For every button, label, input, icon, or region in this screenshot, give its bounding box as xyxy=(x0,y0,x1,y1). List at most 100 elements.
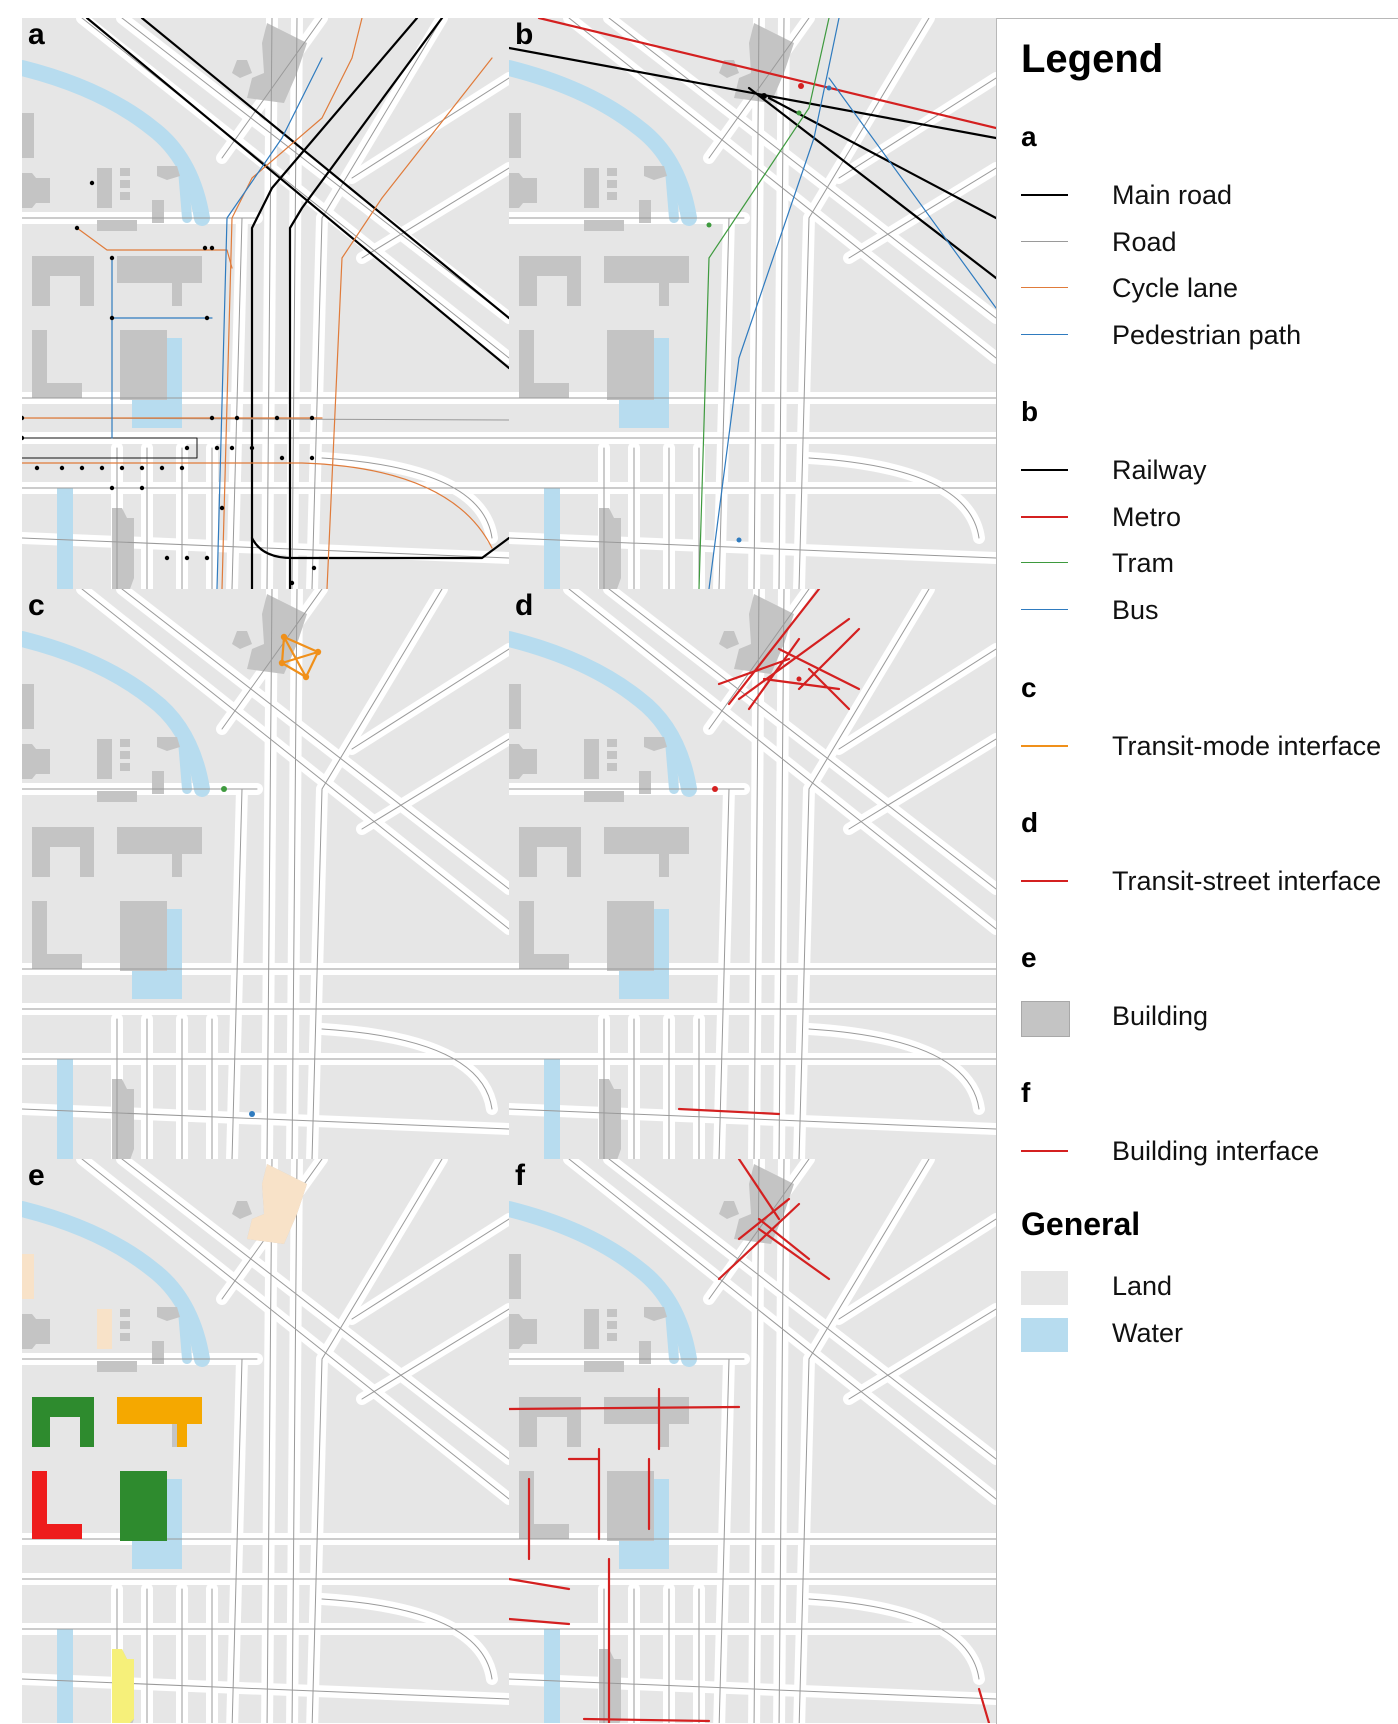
cycle-lane-link xyxy=(76,227,233,269)
transit-mode-interface-node-2 xyxy=(278,659,286,667)
legend-label: Building xyxy=(1112,1001,1209,1031)
main-road-diagonal-1 xyxy=(85,18,509,370)
building-10 xyxy=(117,256,202,306)
building-13 xyxy=(112,508,134,589)
legend-heading-a: a xyxy=(1021,121,1037,152)
road-line-7 xyxy=(568,18,996,359)
road-line-8 xyxy=(608,589,996,890)
transit-mode-interface-node-0 xyxy=(280,633,288,641)
map-panel-f: f xyxy=(509,1159,996,1723)
building-4 xyxy=(607,1321,617,1329)
railway-station-node xyxy=(761,93,767,99)
network-node-6 xyxy=(204,315,210,321)
map-legend: Legend a Main road Road Cycle lane Pedes… xyxy=(996,18,1398,1724)
main-road-diagonal-2 xyxy=(140,18,509,320)
building-8 xyxy=(152,1341,164,1364)
water-canal-0 xyxy=(22,631,210,797)
building-2 xyxy=(584,739,599,779)
road-line-12 xyxy=(351,1218,509,1320)
legend-heading-general: General xyxy=(1021,1206,1141,1242)
building-interface-south xyxy=(582,1717,711,1723)
building-8 xyxy=(152,771,164,794)
tram-stop-node xyxy=(221,786,227,792)
map-d-svg xyxy=(509,589,996,1159)
railway-swatch xyxy=(1021,469,1068,471)
network-node-22 xyxy=(214,445,220,451)
transit-street-interface-7 xyxy=(747,637,801,711)
legend-heading-b: b xyxy=(1021,396,1039,427)
network-node-19 xyxy=(159,465,165,471)
panel-letter-d: d xyxy=(515,589,534,622)
main-road-south-loop xyxy=(250,536,509,560)
network-node-3 xyxy=(209,245,215,251)
transit-street-interface-6 xyxy=(717,657,791,686)
water-canal-1 xyxy=(177,153,192,223)
network-node-14 xyxy=(59,465,65,471)
pedestrian-path-main xyxy=(216,57,323,589)
network-node-5 xyxy=(109,315,115,321)
road-line-10 xyxy=(311,18,443,589)
transit-mode-interface-swatch xyxy=(1021,745,1068,747)
building-9 xyxy=(32,256,94,306)
road-line-11 xyxy=(509,1678,996,1700)
metro-line xyxy=(537,18,996,130)
water-strip xyxy=(57,1629,73,1723)
transit-mode-interface-link-1-3 xyxy=(304,650,320,679)
building-1 xyxy=(509,744,537,779)
transit-street-interface-1 xyxy=(737,617,851,701)
building-14 xyxy=(232,631,252,649)
map-c-svg xyxy=(22,589,509,1159)
building-5 xyxy=(607,192,617,200)
bus-stop-node-1 xyxy=(826,85,832,91)
railway-line-3 xyxy=(747,86,996,280)
water-canal-1 xyxy=(664,724,679,794)
legend-item-bus: Bus xyxy=(1021,592,1398,632)
cycle-lane-swatch xyxy=(1021,287,1068,288)
tram-stop-node-1 xyxy=(796,110,802,116)
water-canal-0 xyxy=(509,631,697,797)
building-11 xyxy=(519,330,569,398)
network-node-13 xyxy=(34,465,40,471)
cycle-lane-south xyxy=(22,462,493,549)
road-line-7 xyxy=(568,1159,996,1500)
building-0 xyxy=(22,113,34,158)
building-12 xyxy=(120,901,167,971)
building-4 xyxy=(607,751,617,759)
transit-street-node-tram xyxy=(712,786,718,792)
legend-item-road: Road xyxy=(1021,224,1398,264)
building-landuse-peach-2 xyxy=(22,1254,34,1299)
building-8 xyxy=(639,771,651,794)
road-line-18 xyxy=(321,457,493,539)
road-line-4 xyxy=(231,1358,243,1723)
network-node-0 xyxy=(74,225,80,231)
road-line-4 xyxy=(231,788,243,1159)
transit-street-interface-bus xyxy=(677,1107,781,1116)
building-6 xyxy=(584,220,624,231)
building-10 xyxy=(604,1397,689,1447)
road-line-12 xyxy=(838,1218,996,1320)
legend-label: Land xyxy=(1112,1271,1173,1301)
building-5 xyxy=(120,763,130,771)
building-4 xyxy=(607,180,617,188)
road-line-18 xyxy=(808,1028,980,1110)
building-5 xyxy=(120,192,130,200)
building-8 xyxy=(639,1341,651,1364)
building-13 xyxy=(599,1079,621,1159)
tram-stop-node-2 xyxy=(706,222,712,228)
network-node-7 xyxy=(209,415,215,421)
road-line-11 xyxy=(509,1108,996,1130)
legend-item-water: Water xyxy=(1021,1315,1398,1355)
building-14 xyxy=(719,1201,739,1219)
road-line-12 xyxy=(838,648,996,750)
building-3 xyxy=(120,168,130,176)
bus-line-1 xyxy=(708,18,840,589)
network-node-1 xyxy=(89,180,95,186)
building-7 xyxy=(644,737,667,751)
building-6 xyxy=(584,791,624,802)
building-13 xyxy=(112,1079,134,1159)
building-5 xyxy=(120,1333,130,1341)
road-line-5 xyxy=(753,1159,760,1723)
legend-label: Tram xyxy=(1112,548,1174,578)
building-2 xyxy=(97,739,112,779)
road-line-8 xyxy=(121,589,509,890)
